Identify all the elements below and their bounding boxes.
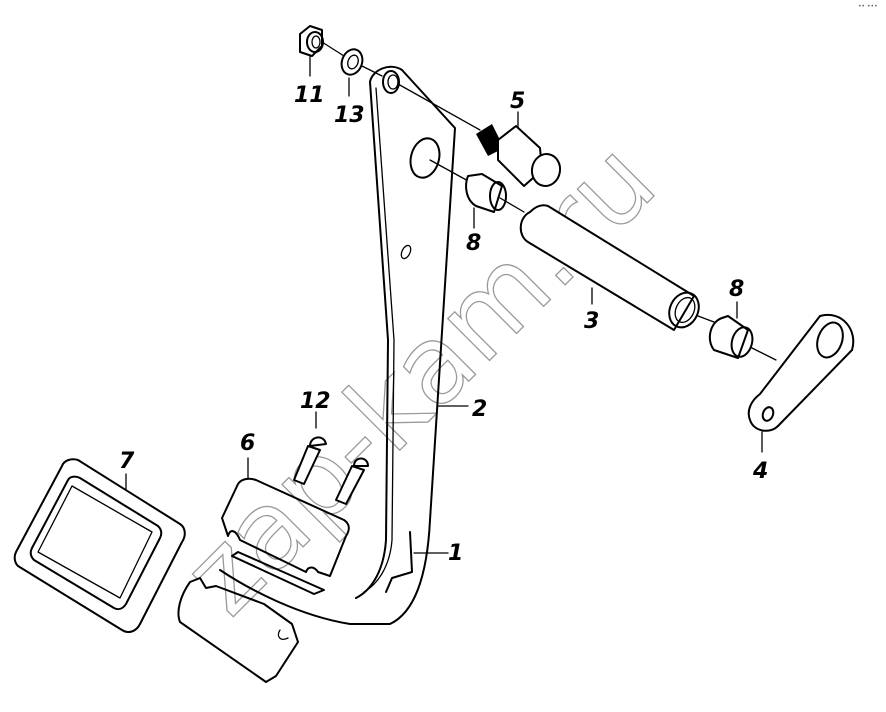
callout-1: 1 <box>448 541 463 566</box>
callout-11: 11 <box>294 83 325 108</box>
callout-2: 2 <box>472 397 487 422</box>
callout-13: 13 <box>334 103 365 128</box>
callout-4: 4 <box>752 459 768 484</box>
part-lower-bracket <box>385 531 449 593</box>
part-washer <box>321 41 383 97</box>
callout-labels: 1 2 3 4 5 6 7 8 8 11 12 13 <box>119 83 768 566</box>
part-pad-flap <box>177 577 299 683</box>
part-pivot-tube <box>519 204 700 331</box>
watermark-text: zap-kam.ru <box>160 119 679 638</box>
callout-5: 5 <box>510 89 525 114</box>
part-bolt <box>476 111 562 187</box>
part-lever-plate <box>747 313 855 453</box>
callout-8-upper: 8 <box>466 231 481 256</box>
callout-12: 12 <box>300 389 331 414</box>
part-pedal-lever <box>219 65 481 625</box>
callout-3: 3 <box>584 309 599 334</box>
callout-6: 6 <box>240 431 255 456</box>
part-rivets <box>293 411 369 505</box>
corner-mark: •• ••• <box>858 3 878 10</box>
callout-7: 7 <box>119 449 135 474</box>
callout-8-lower: 8 <box>729 277 744 302</box>
part-rubber-pad <box>13 458 186 633</box>
part-bushing-upper <box>465 173 525 229</box>
part-bushing-lower <box>697 301 777 361</box>
watermark: zap-kam.ru <box>159 118 680 639</box>
part-nut <box>299 25 324 77</box>
part-pad-plate <box>221 457 350 595</box>
